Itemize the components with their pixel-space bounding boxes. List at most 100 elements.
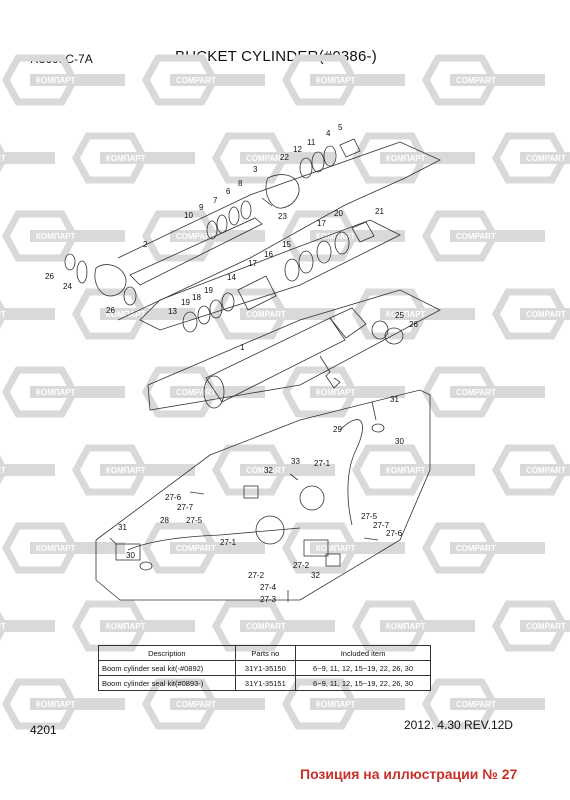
watermark-logo: COMPART: [492, 288, 570, 340]
page-number: 4201: [30, 723, 57, 737]
watermark-logo: COMPART: [142, 54, 265, 106]
frame-piston: [139, 219, 401, 331]
callout: 19: [181, 298, 190, 307]
watermark-logo: КОМПАРТ: [352, 288, 475, 340]
callout: 18: [192, 293, 201, 302]
watermark-logo: COMPART: [0, 455, 55, 485]
callout: 27-6: [165, 493, 182, 502]
svg-text:КОМПАРТ: КОМПАРТ: [106, 622, 146, 631]
table-cell: Boom cylinder seal kit(-#0892): [98, 660, 236, 676]
flange-right: [303, 539, 329, 557]
callout-labels: 1 2 3 4 5 6 7 8 9 10 11 12 13 14 15 16 1…: [45, 123, 418, 604]
svg-text:COMPART: COMPART: [176, 544, 216, 553]
watermark-logo: КОМПАРТ: [72, 444, 195, 496]
svg-text:КОМПАРТ: КОМПАРТ: [106, 310, 146, 319]
seal-ring-26b: [123, 286, 137, 306]
svg-text:COMPART: COMPART: [456, 544, 496, 553]
svg-text:COMPART: COMPART: [246, 154, 286, 163]
callout: 10: [184, 211, 193, 220]
diagram-lines: [64, 138, 441, 602]
gland: [265, 174, 300, 209]
watermark-logo: COMPART: [492, 444, 570, 496]
svg-text:КОМПАРТ: КОМПАРТ: [386, 310, 426, 319]
callout: 31: [118, 523, 127, 532]
callout: 17: [248, 259, 257, 268]
callout: 14: [227, 273, 236, 282]
svg-text:COMPART: COMPART: [176, 76, 216, 85]
svg-text:КОМПАРТ: КОМПАРТ: [386, 466, 426, 475]
svg-text:КОМПАРТ: КОМПАРТ: [316, 544, 356, 553]
table-header-row: Description Parts no Included item: [98, 645, 431, 661]
table-cell: 6~9, 11, 12, 15~19, 22, 26, 30: [295, 675, 431, 691]
svg-text:COMPART: COMPART: [456, 232, 496, 241]
callout: 25: [395, 311, 404, 320]
column-header: Description: [98, 645, 236, 661]
watermark-logo: COMPART: [422, 54, 545, 106]
frame-upper: [117, 141, 441, 321]
callout: 26: [45, 272, 54, 281]
watermark-logo: COMPART: [0, 299, 55, 329]
pipe-29: [339, 419, 363, 526]
watermark-logo: КОМПАРТ: [2, 54, 125, 106]
callout: 17: [317, 219, 326, 228]
watermark-logo: COMPART: [492, 132, 570, 184]
tube-eye: [329, 307, 367, 339]
callout: 13: [168, 307, 177, 316]
callout: 27-4: [260, 583, 277, 592]
table-cell: 31Y1-35151: [234, 675, 297, 691]
svg-text:КОМПАРТ: КОМПАРТ: [316, 76, 356, 85]
callout: 7: [213, 196, 218, 205]
callout: 2: [143, 240, 148, 249]
watermark-logo: КОМПАРТ: [282, 366, 405, 418]
svg-text:КОМПАРТ: КОМПАРТ: [36, 544, 76, 553]
svg-text:КОМПАРТ: КОМПАРТ: [316, 700, 356, 709]
svg-text:COMPART: COMPART: [246, 466, 286, 475]
callout: 3: [253, 165, 258, 174]
nut: [351, 221, 375, 243]
callout: 6: [226, 187, 231, 196]
callout: 27-1: [220, 538, 237, 547]
svg-text:КОМПАРТ: КОМПАРТ: [386, 622, 426, 631]
svg-text:COMPART: COMPART: [0, 622, 6, 631]
callout: 32: [311, 571, 320, 580]
callout: 12: [293, 145, 302, 154]
watermark-logo: КОМПАРТ: [282, 210, 405, 262]
callout: 9: [199, 203, 204, 212]
callout: 29: [333, 425, 342, 434]
frame-pipes: [95, 389, 431, 601]
watermark-logo: КОМПАРТ: [282, 54, 405, 106]
callout: 30: [395, 437, 404, 446]
svg-text:COMPART: COMPART: [246, 622, 286, 631]
callout: 24: [63, 282, 72, 291]
callout: 27-2: [248, 571, 265, 580]
svg-text:COMPART: COMPART: [0, 310, 6, 319]
watermark-logo: COMPART: [0, 611, 55, 641]
svg-text:COMPART: COMPART: [0, 154, 6, 163]
watermark-logo: КОМПАРТ: [2, 210, 125, 262]
callout: 26: [106, 306, 115, 315]
callout: 22: [280, 153, 289, 162]
svg-text:COMPART: COMPART: [176, 232, 216, 241]
column-header: Parts no: [234, 645, 297, 661]
callout: 4: [326, 129, 331, 138]
piston: [237, 275, 277, 311]
svg-text:COMPART: COMPART: [246, 310, 286, 319]
callout: 15: [282, 240, 291, 249]
svg-text:COMPART: COMPART: [176, 388, 216, 397]
callout: 28: [160, 516, 169, 525]
watermark-logo: COMPART: [422, 522, 545, 574]
svg-text:КОМПАРТ: КОМПАРТ: [106, 154, 146, 163]
seal-ring-24: [76, 260, 88, 284]
svg-text:COMPART: COMPART: [526, 154, 566, 163]
callout: 33: [291, 457, 300, 466]
watermark-logo: COMPART: [422, 210, 545, 262]
svg-text:КОМПАРТ: КОМПАРТ: [36, 700, 76, 709]
watermark-logo: КОМПАРТ: [352, 132, 475, 184]
callout: 30: [126, 551, 135, 560]
watermark-logo: COMPART: [142, 522, 265, 574]
callout: 20: [334, 209, 343, 218]
callout: 16: [264, 250, 273, 259]
callout: 26: [409, 320, 418, 329]
seal-kit-table: Description Parts no Included item Boom …: [98, 645, 431, 691]
callout: 27-2: [293, 561, 310, 570]
